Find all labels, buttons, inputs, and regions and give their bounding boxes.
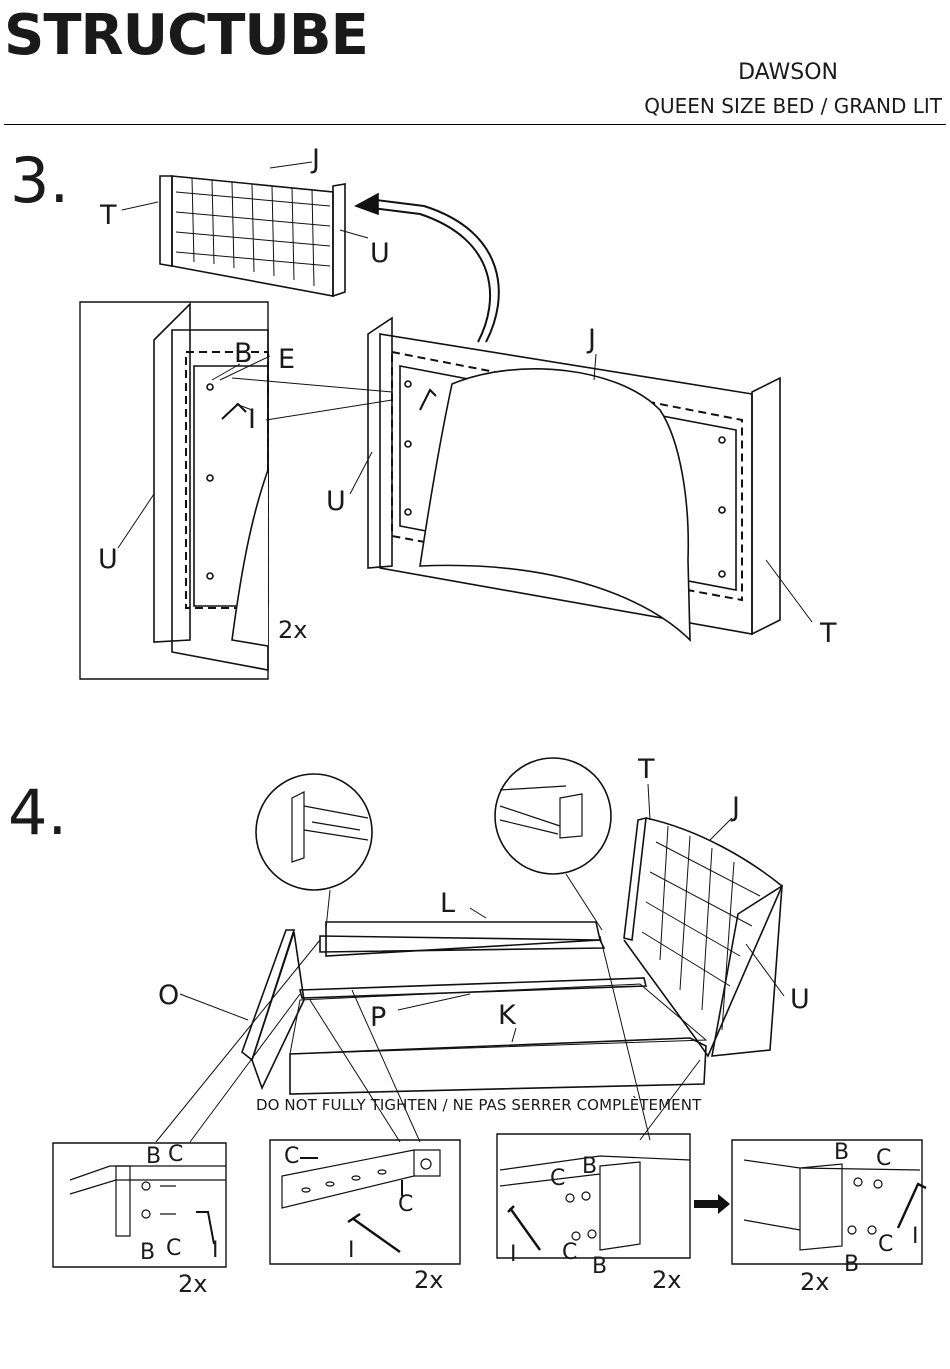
detail-3-label-B2: B (592, 1256, 607, 1278)
detail-4-label-B: B (834, 1142, 849, 1164)
detail-3-quantity: 2x (652, 1268, 681, 1292)
detail-4-quantity: 2x (800, 1270, 829, 1294)
label-O: O (158, 982, 179, 1009)
next-arrow (694, 1194, 730, 1214)
detail-4-label-I: I (912, 1226, 919, 1248)
detail-4-label-C2: C (878, 1234, 893, 1256)
detail-box-4 (732, 1140, 922, 1264)
bed-frame (242, 818, 782, 1094)
detail-2-quantity: 2x (414, 1268, 443, 1292)
detail-3-label-C: C (550, 1168, 565, 1190)
detail-1-label-B: B (146, 1146, 161, 1168)
zoom-circle-right (495, 758, 611, 874)
detail-1-label-B2: B (140, 1242, 155, 1264)
detail-2-label-C: C (284, 1146, 299, 1168)
detail-1-label-C2: C (166, 1238, 181, 1260)
label-K: K (498, 1002, 516, 1029)
label-J: J (732, 794, 740, 821)
warning-text: DO NOT FULLY TIGHTEN / NE PAS SERRER COM… (256, 1098, 701, 1113)
label-L: L (440, 890, 455, 917)
detail-1-label-I: I (212, 1240, 219, 1262)
detail-box-3 (497, 1134, 690, 1258)
detail-1-quantity: 2x (178, 1272, 207, 1296)
detail-4-label-C: C (876, 1148, 891, 1170)
detail-3-label-I: I (510, 1244, 517, 1266)
detail-3-label-B: B (582, 1156, 597, 1178)
detail-2-label-C2: C (398, 1194, 413, 1216)
label-P: P (370, 1004, 386, 1031)
step-4-number: 4. (8, 782, 67, 844)
detail-2-label-I: I (348, 1240, 355, 1262)
detail-3-label-C2: C (562, 1242, 577, 1264)
label-T: T (638, 756, 655, 783)
detail-4-label-B2: B (844, 1254, 859, 1276)
label-U: U (790, 986, 810, 1013)
detail-1-label-C: C (168, 1144, 183, 1166)
